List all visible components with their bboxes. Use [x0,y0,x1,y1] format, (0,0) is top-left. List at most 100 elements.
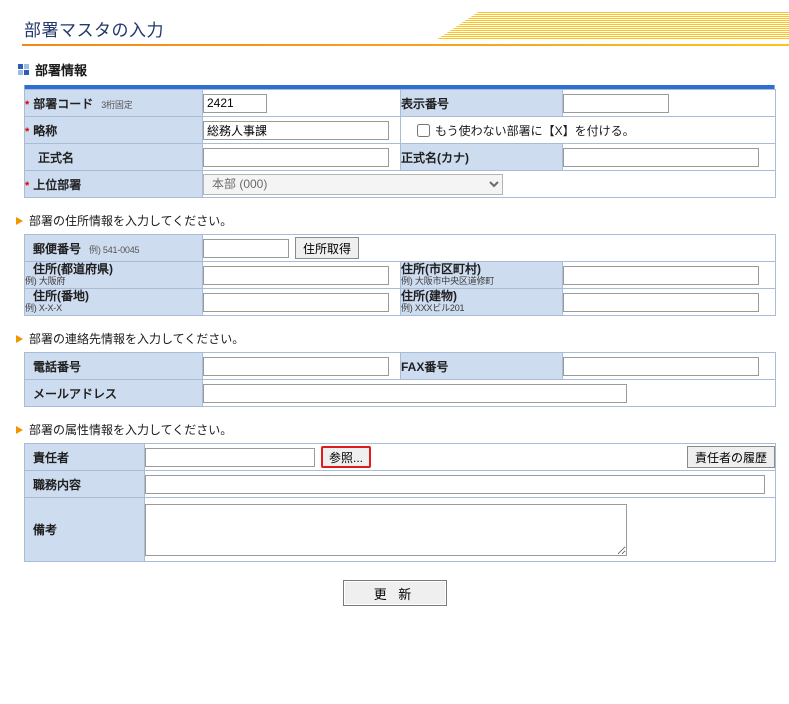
fetch-address-button[interactable]: 住所取得 [295,237,360,259]
cell-value-dept-code [202,89,401,117]
contact-table-wrap: 電話番号 FAX番号 メールアドレス [24,352,776,407]
cell-value-manager: 参照... 責任者の履歴 [144,443,776,471]
header-rule-divider [22,44,789,46]
cell-label-banchi: 住所(番地) 例) X-X-X [24,288,203,316]
parent-dept-select[interactable]: 本部 (000) [203,173,503,195]
cell-label-zip: 郵便番号例) 541-0045 [24,234,203,262]
tel-input[interactable] [203,356,389,376]
cell-label-official-kana: 正式名(カナ) [400,143,563,171]
city-input[interactable] [563,265,759,285]
required-marker: * [25,125,30,138]
label-display-no: 表示番号 [401,96,450,111]
cell-label-city: 住所(市区町村) 例) 大阪市中央区道修町 [400,261,563,289]
cell-label-tel: 電話番号 [24,352,203,380]
label-mail: メールアドレス [33,386,118,401]
label-zip: 郵便番号 [33,241,82,256]
table-row-parent-dept: *上位部署 本部 (000) [24,170,776,198]
label-prefecture: 住所(都道府県) [33,262,113,277]
display-no-input[interactable] [563,93,669,113]
header-stripes-decoration [436,12,789,40]
table-row-zip: 郵便番号例) 541-0045 住所取得 [24,234,777,262]
table-row-tel: 電話番号 FAX番号 [24,352,776,380]
cell-label-fax: FAX番号 [400,352,563,380]
label-abbr: 略称 [33,123,58,138]
dept-code-input[interactable] [203,93,267,113]
hint-dept-code: 3桁固定 [101,99,133,110]
label-dept-code: 部署コード [33,96,94,111]
cell-value-mail [202,379,776,407]
section-title-label: 部署情報 [35,63,88,78]
table-top-accent-bar [24,85,775,89]
cell-value-building [561,288,777,316]
label-parent-dept: 上位部署 [33,177,82,192]
label-memo: 備考 [33,523,58,537]
table-row-memo: 備考 [24,497,776,562]
unused-checkbox-row[interactable]: もう使わない部署に【X】を付ける。 [401,122,775,139]
hint-banchi: 例) X-X-X [25,303,62,314]
cell-value-official-kana [562,143,776,171]
cell-value-memo [144,497,776,562]
address-table: 郵便番号例) 541-0045 住所取得 住所(都道府県) 例) 大阪府 [24,234,777,316]
browse-manager-button[interactable]: 参照... [321,446,372,468]
sub-section-address: 部署の住所情報を入力してください。 [16,212,789,229]
cell-value-parent-dept: 本部 (000) [202,170,776,198]
manager-input[interactable] [145,447,315,467]
address-table-wrap: 郵便番号例) 541-0045 住所取得 住所(都道府県) 例) 大阪府 [24,234,777,316]
cell-label-abbr: *略称 [24,116,203,144]
hint-building: 例) XXXビル201 [401,303,465,314]
cell-value-abbr [202,116,401,144]
unused-dept-checkbox-label: もう使わない部署に【X】を付ける。 [435,123,635,138]
cell-label-memo: 備考 [24,497,145,562]
abbr-input[interactable] [203,120,389,140]
official-name-input[interactable] [203,147,389,167]
building-input[interactable] [563,292,759,312]
table-row-mail: メールアドレス [24,379,776,407]
label-tel: 電話番号 [33,359,82,374]
table-row-prefecture: 住所(都道府県) 例) 大阪府 住所(市区町村) 例) 大阪市中央区道修町 [24,261,777,289]
sub-section-attributes: 部署の属性情報を入力してください。 [16,421,789,438]
zip-control-row: 住所取得 [203,237,775,259]
prefecture-input[interactable] [203,265,389,285]
cell-value-official-name [202,143,401,171]
duty-input[interactable] [145,474,765,494]
footer-actions: 更 新 [0,580,789,606]
cell-label-display-no: 表示番号 [400,89,563,117]
label-fax: FAX番号 [401,359,449,374]
sub-section-contact: 部署の連絡先情報を入力してください。 [16,330,789,347]
section-title-dept-info: 部署情報 [18,60,789,79]
table-row-official-name: 正式名 正式名(カナ) [24,143,776,171]
cell-value-banchi [202,288,401,316]
manager-history-button[interactable]: 責任者の履歴 [686,446,775,468]
contact-prompt-label: 部署の連絡先情報を入力してください。 [29,332,245,346]
table-row-duty: 職務内容 [24,470,776,498]
table-row-manager: 責任者 参照... 責任者の履歴 [24,443,776,471]
page-header: 部署マスタの入力 [0,8,789,50]
memo-textarea[interactable] [145,503,627,556]
cell-label-official-name: 正式名 [24,143,203,171]
cell-value-city [561,261,777,289]
cell-value-prefecture [202,261,401,289]
unused-dept-checkbox[interactable] [417,123,430,137]
update-button[interactable]: 更 新 [342,580,447,606]
cell-value-display-no [562,89,776,117]
cell-label-building: 住所(建物) 例) XXXビル201 [400,288,563,316]
cell-value-fax [562,352,776,380]
cell-unused-checkbox: もう使わない部署に【X】を付ける。 [400,116,776,144]
mail-input[interactable] [203,383,627,403]
fax-input[interactable] [563,356,759,376]
zip-input[interactable] [203,238,289,258]
page-title: 部署マスタの入力 [24,21,164,40]
hint-prefecture: 例) 大阪府 [25,276,66,287]
banchi-input[interactable] [203,292,389,312]
table-row-abbr: *略称 もう使わない部署に【X】を付ける。 [24,116,776,144]
cell-label-duty: 職務内容 [24,470,145,498]
manager-control-row: 参照... 責任者の履歴 [145,446,775,468]
label-city: 住所(市区町村) [401,262,481,277]
attributes-prompt-label: 部署の属性情報を入力してください。 [29,423,233,437]
label-banchi: 住所(番地) [33,289,89,304]
cell-label-parent-dept: *上位部署 [24,170,203,198]
official-kana-input[interactable] [563,147,759,167]
triangle-bullet-icon [16,334,23,343]
